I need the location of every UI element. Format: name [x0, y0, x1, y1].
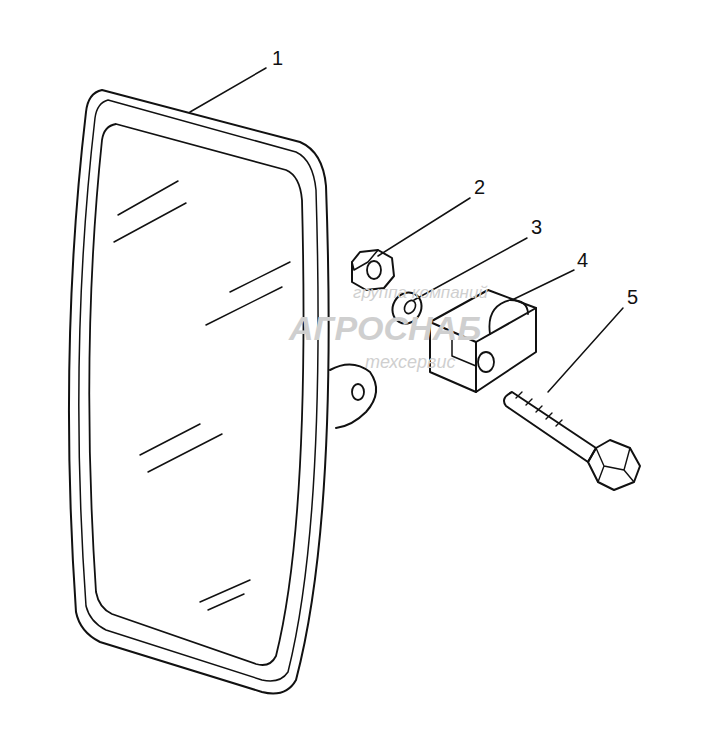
callout-number: 2 — [474, 177, 485, 197]
leader-lines — [190, 68, 623, 392]
callout-number: 3 — [531, 217, 542, 237]
callout-number: 4 — [577, 250, 588, 270]
mirror-frame-edge — [79, 100, 318, 681]
glare-lines — [114, 181, 290, 610]
mirror-frame — [69, 90, 329, 694]
watermark-text: группа компаний — [353, 284, 488, 301]
mirror-glass — [89, 124, 303, 665]
bolt — [504, 392, 640, 490]
callout-number: 5 — [627, 287, 638, 307]
watermark-text: АГРОСНАБ — [289, 311, 481, 345]
mirror-mount-lug — [330, 364, 376, 428]
watermark-text: техсервис — [365, 353, 455, 371]
callout-number: 1 — [272, 48, 283, 68]
